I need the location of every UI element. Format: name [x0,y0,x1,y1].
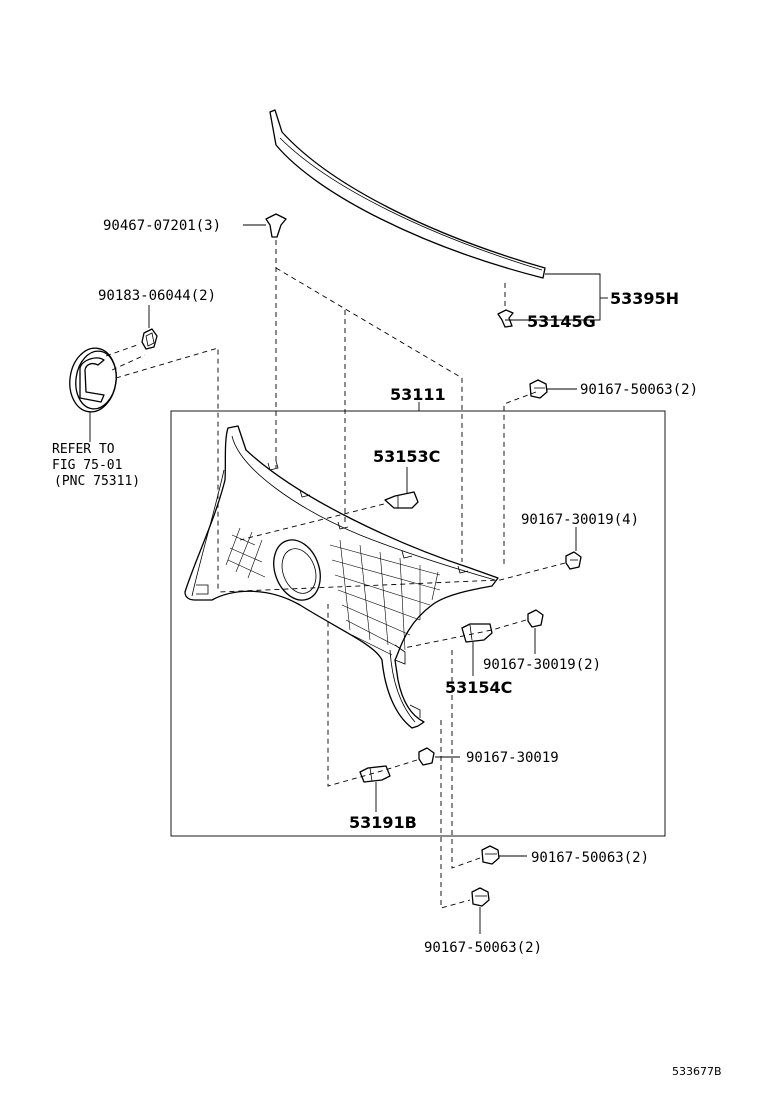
bolt-90167-50063-mid[interactable] [481,845,500,865]
dash-to-grille-right [275,267,463,562]
label-53111: 53111 [390,385,446,404]
label-90183-06044: 90183-06044(2) [98,288,216,304]
clip-53153c[interactable] [384,491,419,509]
nut-90167-30019-4[interactable] [565,551,582,570]
clip-90467-07201[interactable] [265,213,287,238]
leader-53395h [505,273,601,321]
label-90167-50063-bot: 90167-50063(2) [424,940,542,956]
label-90467-07201: 90467-07201(3) [103,218,221,234]
label-53145g: 53145G [527,312,596,331]
label-53395h: 53395H [610,289,679,308]
clip-53191b[interactable] [359,765,391,783]
lexus-emblem[interactable] [66,345,120,415]
label-53154c: 53154C [445,678,512,697]
dash-53153c [239,503,385,541]
nut-90183-06044[interactable] [141,328,158,350]
bolt-90167-50063-bot[interactable] [471,887,490,907]
dash-90167-50063-bot [440,720,471,909]
dash-90167-50063-top [503,391,537,566]
clip-53145g[interactable] [497,283,514,328]
label-90167-50063-top: 90167-50063(2) [580,382,698,398]
dash-emblem-1 [105,343,141,357]
label-90167-50063-mid: 90167-50063(2) [531,850,649,866]
dash-90167-30019 [327,604,418,787]
dash-90167-30019-4 [217,562,566,593]
grille-53111[interactable] [184,425,499,729]
label-90167-30019: 90167-30019 [466,750,559,766]
dash-90167-30019-2 [403,619,527,649]
dash-emblem-3 [115,347,219,592]
label-53153c: 53153C [373,447,440,466]
label-refer-fig: FIG 75-01 [52,458,122,473]
molding-53395h[interactable] [269,109,546,279]
label-53191b: 53191B [349,813,417,832]
label-refer-pnc: (PNC 75311) [54,474,140,489]
dash-emblem-2 [111,354,146,371]
label-90167-30019-2: 90167-30019(2) [483,657,601,673]
label-90167-30019-4: 90167-30019(4) [521,512,639,528]
bolt-90167-50063-top[interactable] [529,379,548,399]
assembly-frame [170,410,666,837]
nut-90167-30019[interactable] [418,747,435,766]
diagram-id: 533677B [672,1065,722,1078]
nut-90167-30019-2[interactable] [527,609,544,628]
dash-90167-50063-mid [451,650,481,869]
bracket-53154c[interactable] [461,623,493,643]
label-refer-to: REFER TO [52,442,115,457]
